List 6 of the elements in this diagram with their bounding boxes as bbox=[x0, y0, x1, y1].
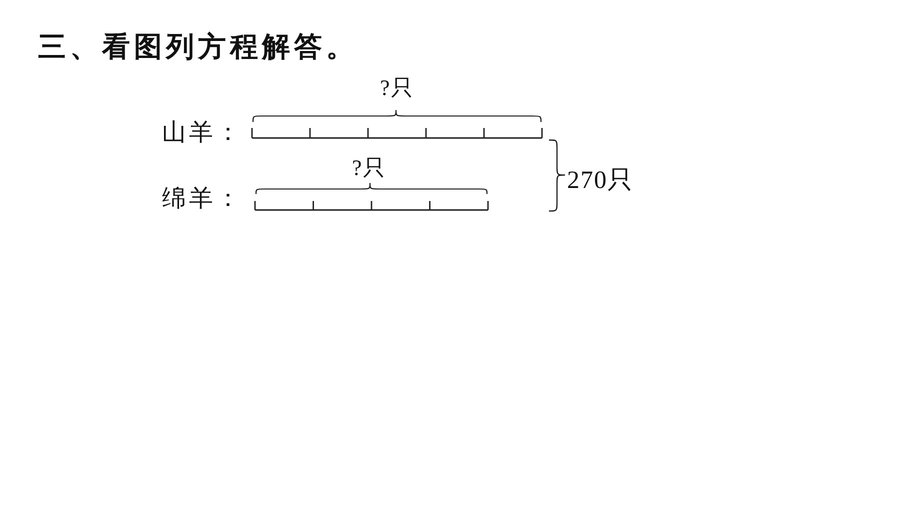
brace-label: ?只 bbox=[352, 157, 386, 179]
brace-label: ?只 bbox=[380, 77, 414, 99]
row-label: 山羊： bbox=[162, 121, 243, 145]
row-label: 绵羊： bbox=[162, 187, 243, 211]
title: 三、看图列方程解答。 bbox=[38, 33, 358, 61]
total-label: 270只 bbox=[567, 168, 634, 193]
